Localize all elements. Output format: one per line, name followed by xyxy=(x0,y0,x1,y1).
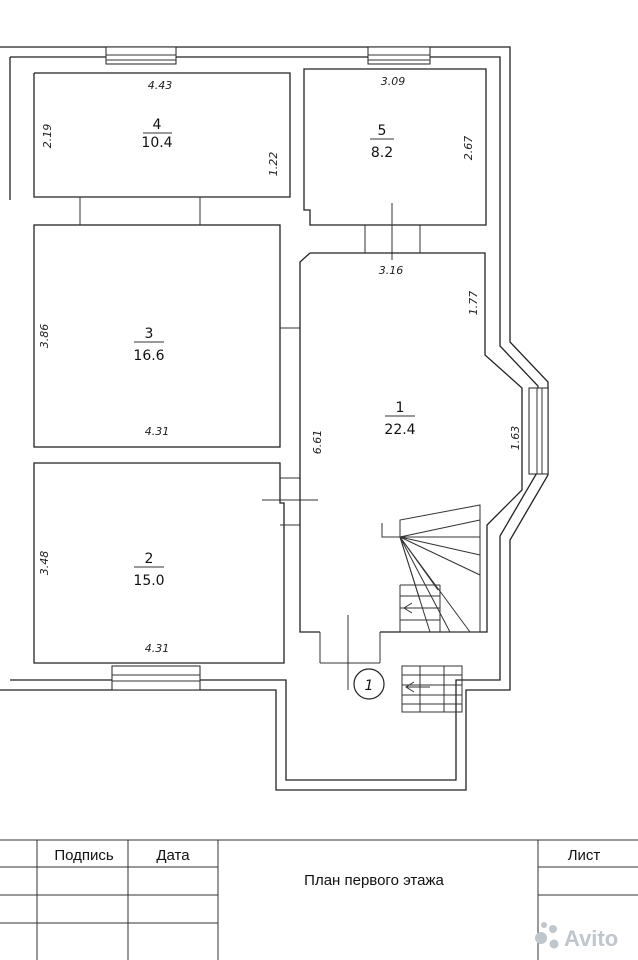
dimension-labels: 4.43 2.19 1.22 3.09 2.67 3.86 4.31 3.48 … xyxy=(38,75,522,655)
dim-room-3-bottom: 4.31 xyxy=(145,425,170,438)
room-2 xyxy=(33,462,318,664)
window-bay xyxy=(528,387,549,475)
room-1 xyxy=(299,252,523,690)
entrance-marker: 1 xyxy=(353,668,385,700)
room-4 xyxy=(33,72,291,225)
avito-logo-icon xyxy=(535,922,559,949)
dim-room-1-right-top: 1.77 xyxy=(467,291,480,316)
drawing-title: План первого этажа xyxy=(304,872,444,889)
sheet-label: Лист xyxy=(568,847,601,864)
room-5 xyxy=(303,68,487,260)
room-labels: 4 10.4 5 8.2 3 16.6 1 22.4 2 15.0 xyxy=(133,117,415,589)
outer-walls xyxy=(0,46,549,791)
dim-room-5-right: 2.67 xyxy=(462,136,475,161)
porch-steps xyxy=(401,665,463,713)
date-label: Дата xyxy=(156,847,190,864)
window-room-5 xyxy=(367,46,431,65)
dim-room-4-right: 1.22 xyxy=(267,152,280,177)
room-3-area: 16.6 xyxy=(133,348,164,364)
dim-room-1-left: 6.61 xyxy=(311,430,324,455)
staircase-interior xyxy=(381,504,481,633)
entrance-marker-label: 1 xyxy=(365,678,374,694)
dim-room-5-top: 3.09 xyxy=(381,75,406,88)
avito-watermark: Avito xyxy=(535,922,618,951)
window-room-4 xyxy=(105,46,177,65)
dim-room-3-left: 3.86 xyxy=(38,324,51,349)
room-3-number: 3 xyxy=(145,326,154,342)
dim-room-4-left: 2.19 xyxy=(41,124,54,149)
room-2-area: 15.0 xyxy=(133,573,164,589)
dim-room-2-left: 3.48 xyxy=(38,551,51,576)
room-1-number: 1 xyxy=(396,400,405,416)
window-room-2 xyxy=(111,665,201,691)
room-4-area: 10.4 xyxy=(141,135,172,151)
dim-room-1-top: 3.16 xyxy=(379,264,404,277)
signature-label: Подпись xyxy=(54,847,114,864)
dim-room-1-bay: 1.63 xyxy=(509,426,522,451)
room-3 xyxy=(33,224,300,448)
room-1-area: 22.4 xyxy=(384,422,415,438)
room-5-area: 8.2 xyxy=(371,145,393,161)
avito-watermark-text: Avito xyxy=(564,926,618,951)
dim-room-4-top: 4.43 xyxy=(148,79,173,92)
dim-room-2-bottom: 4.31 xyxy=(145,642,170,655)
room-5-number: 5 xyxy=(378,123,387,139)
room-2-number: 2 xyxy=(145,551,154,567)
room-4-number: 4 xyxy=(153,117,162,133)
